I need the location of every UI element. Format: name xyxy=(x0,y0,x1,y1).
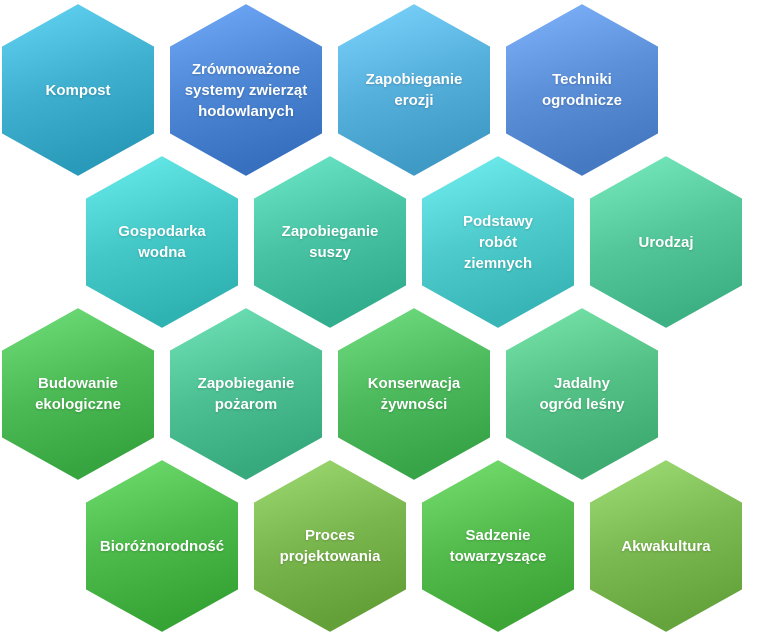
hexagon-shape xyxy=(336,1,492,179)
hexagon-akwakultura[interactable]: Akwakultura xyxy=(588,457,744,635)
hexagon-ogrod[interactable]: Jadalny ogród leśny xyxy=(504,305,660,483)
hexagon-susza[interactable]: Zapobieganie suszy xyxy=(252,153,408,331)
hexagon-label: Zapobieganie suszy xyxy=(281,223,379,261)
hexagon-label: Bioróżnorodność xyxy=(99,537,225,555)
hexagon-systemy[interactable]: Zrównoważone systemy zwierząt hodowlanyc… xyxy=(168,1,324,179)
hexagon-shape xyxy=(252,153,408,331)
hexagon-shape xyxy=(168,1,324,179)
hexagon-erozja[interactable]: Zapobieganie erozji xyxy=(336,1,492,179)
hexagon-label: Budowanie ekologiczne xyxy=(35,375,121,413)
hexagon-shape xyxy=(0,305,156,483)
hexagon-pozar[interactable]: Zapobieganie pożarom xyxy=(168,305,324,483)
hexagon-label: Jadalny ogród leśny xyxy=(539,375,625,413)
hexagon-label: Podstawy robót ziemnych xyxy=(462,212,534,272)
hexagon-shape xyxy=(504,305,660,483)
hexagon-shape xyxy=(588,457,744,635)
hexagon-kompost[interactable]: Kompost xyxy=(0,1,156,179)
hexagon-shape xyxy=(336,305,492,483)
hexagon-sadzenie[interactable]: Sadzenie towarzyszące xyxy=(420,457,576,635)
hexagon-woda[interactable]: Gospodarka wodna xyxy=(84,153,240,331)
hexagon-urodzaj[interactable]: Urodzaj xyxy=(588,153,744,331)
hexagon-label: Proces projektowania xyxy=(279,527,381,565)
hexagon-shape xyxy=(252,457,408,635)
hexagon-label: Sadzenie towarzyszące xyxy=(449,527,547,565)
hexagon-label: Zrównoważone systemy zwierząt hodowlanyc… xyxy=(184,60,308,120)
hexagon-label: Akwakultura xyxy=(621,537,711,555)
hexagon-label: Kompost xyxy=(45,81,111,99)
hexagon-label: Gospodarka wodna xyxy=(118,223,206,261)
hexagon-bioroznorodnosc[interactable]: Bioróżnorodność xyxy=(84,457,240,635)
hexagon-budowanie[interactable]: Budowanie ekologiczne xyxy=(0,305,156,483)
hexagon-roboty[interactable]: Podstawy robót ziemnych xyxy=(420,153,576,331)
hexagon-label: Techniki ogrodnicze xyxy=(541,71,622,109)
hexagon-shape xyxy=(84,457,240,635)
hexagon-shape xyxy=(588,153,744,331)
hexagon-label: Zapobieganie erozji xyxy=(365,71,463,109)
hexagon-shape xyxy=(0,1,156,179)
hexagon-konserwacja[interactable]: Konserwacja żywności xyxy=(336,305,492,483)
hexagon-shape xyxy=(84,153,240,331)
hexagon-shape xyxy=(504,1,660,179)
hexagon-label: Konserwacja żywności xyxy=(367,375,461,413)
hexagon-label: Urodzaj xyxy=(638,233,694,251)
hexagon-shape xyxy=(420,153,576,331)
hexagon-projektowanie[interactable]: Proces projektowania xyxy=(252,457,408,635)
hexagon-shape xyxy=(420,457,576,635)
hexagon-ogrodnicze[interactable]: Techniki ogrodnicze xyxy=(504,1,660,179)
hexagon-label: Zapobieganie pożarom xyxy=(197,375,295,413)
hexagon-shape xyxy=(168,305,324,483)
